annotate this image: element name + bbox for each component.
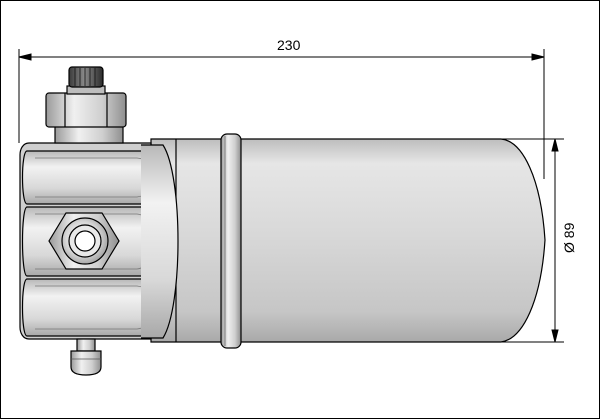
length-arrow-right bbox=[531, 53, 545, 61]
valve-cap-knurl bbox=[74, 68, 96, 86]
bottom-fitting-nut bbox=[70, 350, 102, 376]
side-port-bore bbox=[74, 230, 96, 252]
diameter-dimension bbox=[501, 138, 564, 343]
bottom-fitting-stem bbox=[76, 338, 96, 352]
length-dimension bbox=[18, 49, 545, 179]
ring-band bbox=[220, 133, 242, 349]
top-fitting-base bbox=[54, 124, 124, 144]
length-arrow-left bbox=[18, 53, 32, 61]
side-port bbox=[48, 212, 120, 270]
diameter-arrow-bottom bbox=[551, 329, 559, 343]
diameter-label: Ø 89 bbox=[561, 222, 577, 253]
diameter-arrow-top bbox=[551, 138, 559, 152]
length-label: 230 bbox=[277, 37, 301, 53]
valve-cap bbox=[68, 66, 104, 88]
bottom-fitting bbox=[70, 338, 102, 376]
top-fitting-hex-nut bbox=[45, 92, 127, 128]
head-body-flange bbox=[141, 144, 179, 339]
drier-body bbox=[150, 133, 546, 349]
cylinder-shell bbox=[150, 138, 546, 343]
top-fitting bbox=[45, 66, 127, 144]
